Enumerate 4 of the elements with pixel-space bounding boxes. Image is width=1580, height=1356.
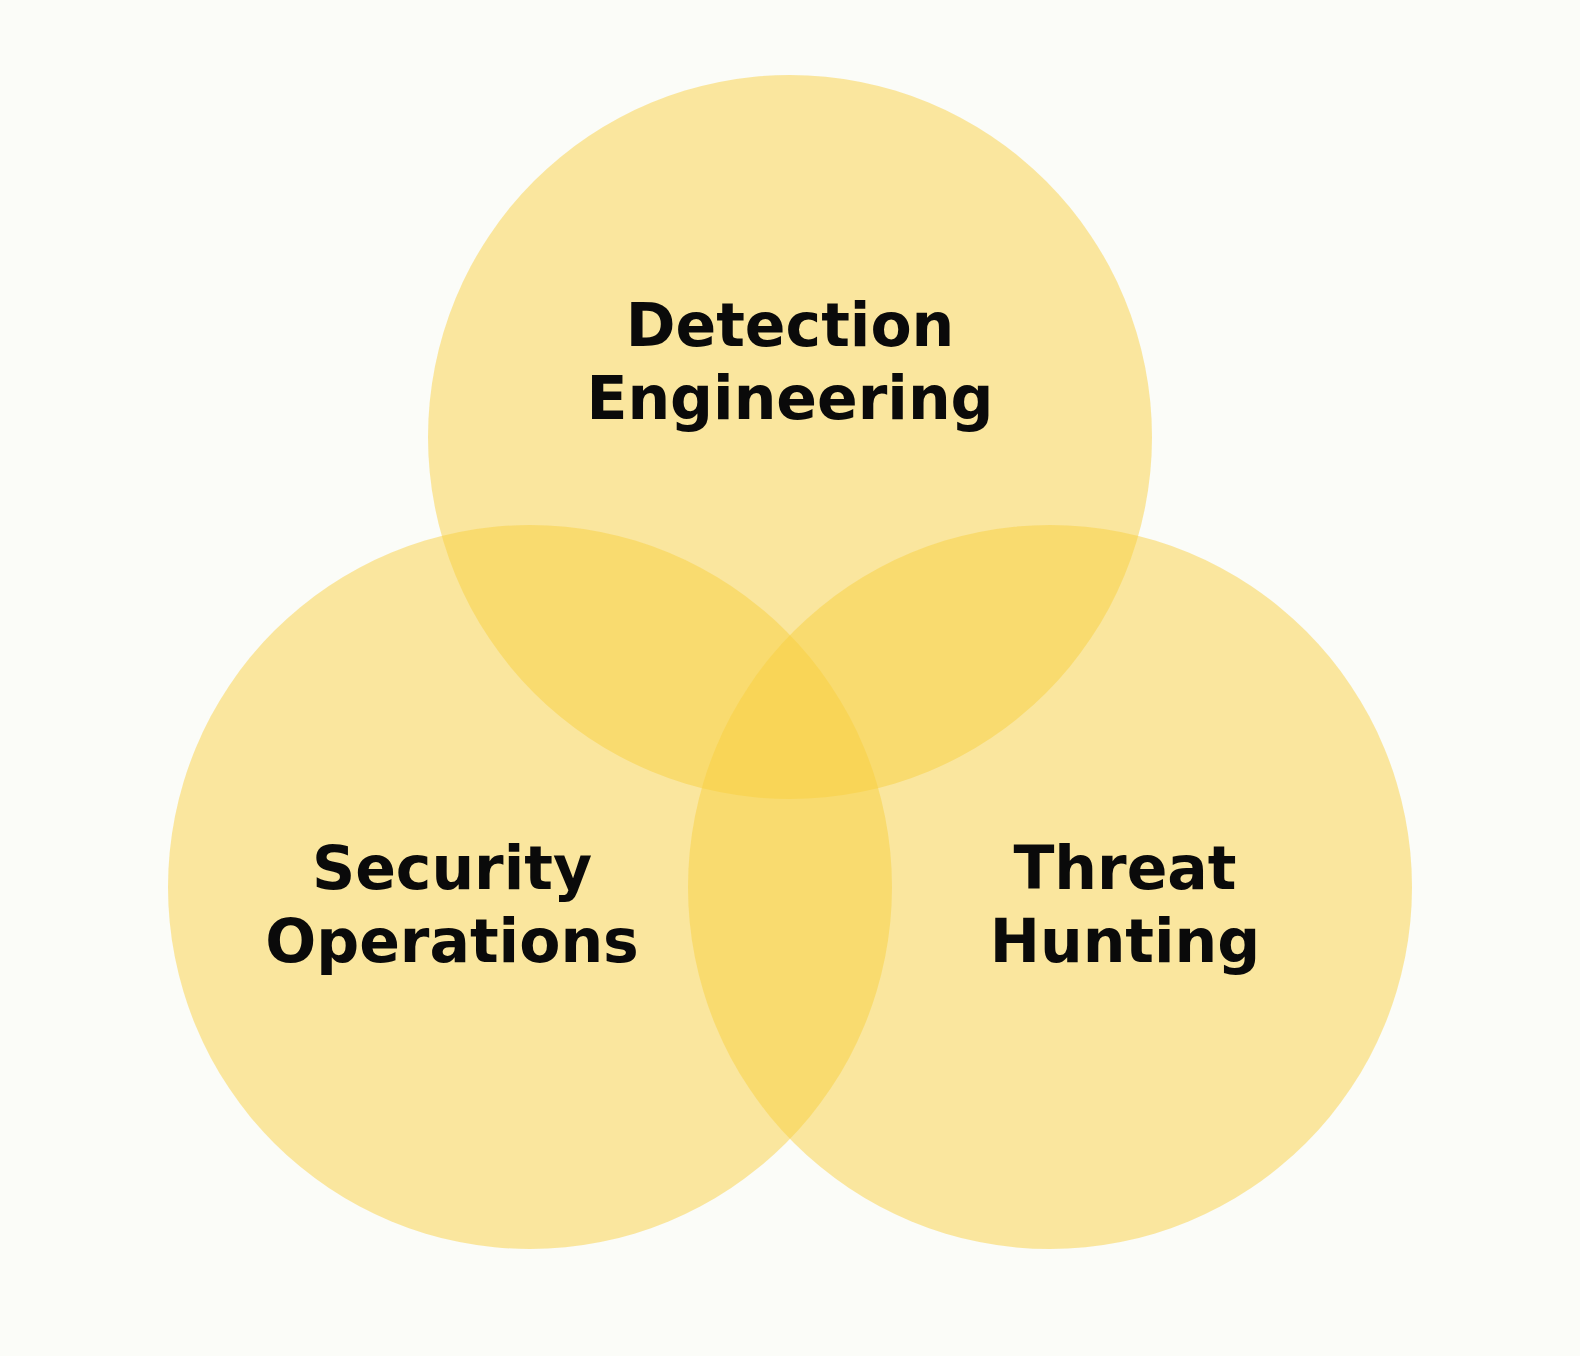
circle-label: Security Operations xyxy=(264,831,640,978)
venn-circle xyxy=(688,525,1412,1249)
circle-label: Threat Hunting xyxy=(988,831,1262,978)
circle-label: Detection Engineering xyxy=(585,288,995,435)
